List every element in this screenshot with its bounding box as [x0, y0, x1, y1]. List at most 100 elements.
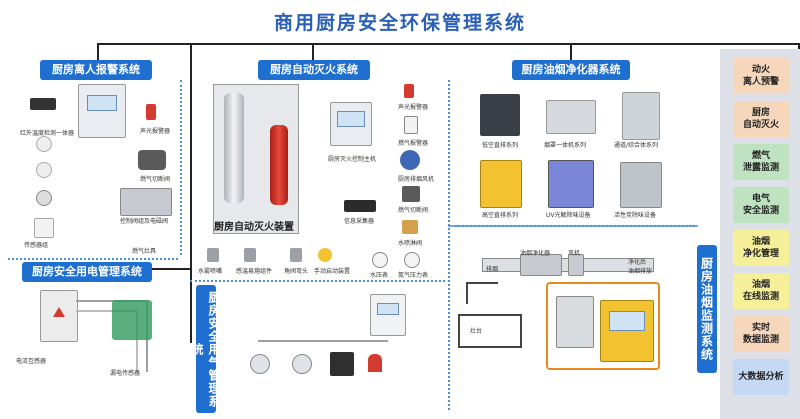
- fire-water-gauge-label: 水压表: [370, 272, 389, 279]
- purifier-2: [546, 100, 596, 134]
- fire-main-label: 厨房自动灭火装置: [214, 222, 294, 233]
- monitor-analyzer: [556, 296, 594, 348]
- fire-water-valve-label: 水喷淋阀: [398, 240, 423, 247]
- separator-purifier: [455, 225, 695, 227]
- fire-water-gauge: [372, 252, 388, 268]
- alarm-label-5: 传感器组: [24, 242, 49, 249]
- trunk-to-electric: [150, 268, 192, 270]
- fire-pressure-gauge: [404, 252, 420, 268]
- fire-sounder-label: 声光报警器: [398, 104, 429, 111]
- gas-fan: [330, 352, 354, 376]
- gas-detector-1: [250, 354, 270, 374]
- monitor-purifier-box: [520, 254, 562, 276]
- right-panel-item: 实时 数据监测: [733, 316, 789, 352]
- fire-gas-alarm: [404, 116, 418, 134]
- fire-host-screen: [337, 111, 365, 127]
- fire-system-tag: 厨房自动灭火系统: [258, 60, 370, 80]
- electric-system-tag: 厨房安全用电管理系统: [22, 262, 152, 282]
- gas-system-tag: 厨房安全用气管理系统: [190, 285, 221, 413]
- right-panel-item: 油烟 净化管理: [733, 230, 789, 266]
- fire-water-valve: [402, 220, 418, 234]
- trunk-drop-center: [190, 43, 192, 343]
- nozzle-label-3: 角阀弯头: [284, 268, 309, 275]
- trunk-drop-purifier: [570, 43, 572, 63]
- monitor-hood: [466, 282, 498, 304]
- electric-label-1: 电流互感器: [16, 358, 47, 365]
- nozzle-3: [290, 248, 302, 262]
- purifier-label-5: UV光解除味设备: [546, 212, 591, 219]
- right-panel-item: 燃气 泄露监测: [733, 144, 789, 180]
- fire-cabinet: [213, 84, 299, 234]
- monitor-system-tag: 厨房油烟监测系统: [697, 245, 717, 373]
- alarm-label-6: 燃气灶具: [132, 248, 157, 255]
- electric-cabinet: [40, 290, 78, 342]
- alarm-controller-screen: [87, 95, 117, 111]
- right-panel-item: 厨房 自动灭火: [733, 101, 789, 137]
- alarm-valve: [138, 150, 166, 170]
- monitor-sampler: [600, 300, 654, 362]
- right-panel-item: 大数据分析: [733, 359, 789, 395]
- trunk-drop-right: [798, 43, 800, 53]
- fire-fan-label: 厨房排烟风机: [398, 176, 435, 183]
- monitor-sampler-screen: [609, 311, 645, 331]
- fire-pressure-label: 氮气压力表: [398, 272, 429, 279]
- monitor-orange-loop: [546, 282, 660, 370]
- fire-gateway-label: 信息采集器: [344, 218, 375, 225]
- alarm-sensor-1: [30, 98, 56, 110]
- fire-sounder: [404, 84, 414, 98]
- trunk-drop-fire: [312, 43, 314, 63]
- purifier-label-6: 活性炭除味设备: [614, 212, 657, 219]
- purifier-5: [548, 160, 594, 208]
- monitor-inlet-label: 油烟净化器: [520, 250, 551, 257]
- page-title: 商用厨房安全环保管理系统: [273, 12, 526, 34]
- electric-wires-2: [76, 310, 138, 372]
- separator-left: [180, 80, 182, 255]
- trunk-line: [97, 43, 799, 45]
- nozzle-label-1: 水雾喷嘴: [198, 268, 223, 275]
- purifier-label-2: 烟罩一体机系列: [544, 142, 587, 149]
- alarm-stove: [120, 188, 172, 216]
- fire-fan: [400, 150, 420, 170]
- gas-controller-screen: [377, 303, 399, 315]
- purifier-4: [480, 160, 522, 208]
- nozzle-label-2: 感温易熔组件: [236, 268, 273, 275]
- electric-sensor: [112, 300, 152, 340]
- nozzle-4: [318, 248, 332, 262]
- electric-label-2: 漏电传感器: [110, 370, 141, 377]
- purifier-label-4: 高空直排系列: [482, 212, 519, 219]
- monitor-stove-label: 灶台: [470, 328, 483, 335]
- gas-controller: [370, 294, 406, 336]
- alarm-controller: [78, 84, 126, 138]
- alarm-sounder: [146, 104, 156, 120]
- gas-wire-1: [258, 340, 388, 342]
- fire-cylinder-silver: [224, 93, 244, 203]
- alarm-label-3: 燃气切断阀: [140, 176, 171, 183]
- nozzle-1: [207, 248, 219, 262]
- alarm-label-4: 控制阀组及电磁阀: [120, 218, 169, 225]
- fire-valve: [402, 186, 420, 202]
- alarm-label-1: 红外温度检测一体器: [20, 130, 75, 137]
- fire-host-label: 厨房灭火控制主机: [328, 156, 377, 163]
- purifier-1: [480, 94, 520, 136]
- gas-detector-2: [292, 354, 312, 374]
- fire-valve-label: 燃气切断阀: [398, 207, 429, 214]
- separator-electric: [8, 258, 178, 260]
- monitor-outlet-label: 油烟排放: [628, 268, 653, 275]
- fire-cylinder-red: [270, 125, 288, 205]
- fire-gas-alarm-label: 燃气报警器: [398, 140, 429, 147]
- right-panel-item: 电气 安全监测: [733, 187, 789, 223]
- monitor-after-label: 净化后: [628, 259, 647, 266]
- alarm-sensor-2: [36, 136, 52, 152]
- monitor-fan: [568, 254, 584, 276]
- monitor-fan-label: 风机: [568, 250, 581, 257]
- alarm-camera: [36, 190, 52, 206]
- right-panel-item: 油烟 在线监测: [733, 273, 789, 309]
- purifier-system-tag: 厨房油烟净化器系统: [512, 60, 630, 80]
- purifier-label-3: 通道/综合体系列: [614, 142, 659, 149]
- alarm-box: [34, 218, 54, 238]
- trunk-drop-alarm: [97, 43, 99, 63]
- separator-mid: [448, 80, 450, 410]
- alarm-system-tag: 厨房离人报警系统: [40, 60, 152, 80]
- gas-sounder: [368, 354, 382, 372]
- monitor-stove: [458, 314, 522, 348]
